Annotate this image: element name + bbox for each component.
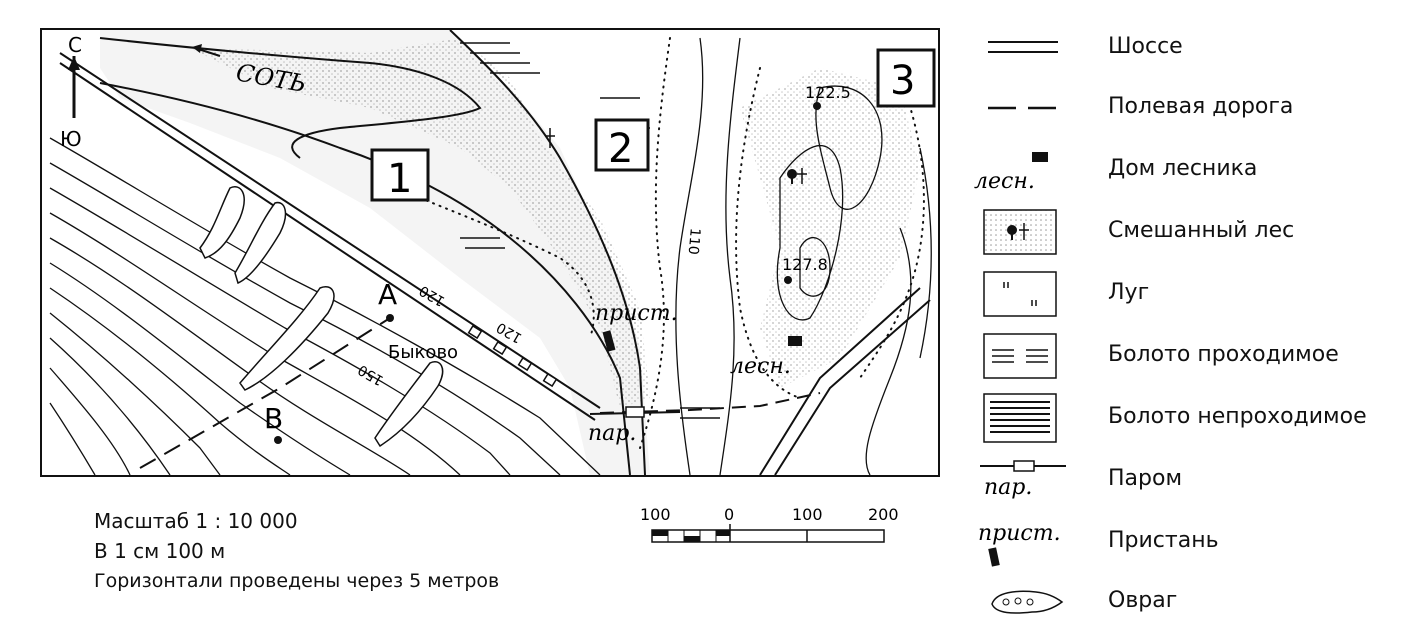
legend-label: Дом лесника: [1108, 156, 1258, 181]
village-name: Быково: [388, 342, 458, 363]
passable-swamp-icon: [983, 333, 1057, 379]
ravine-icon: [991, 590, 1064, 614]
legend-label: Полевая дорога: [1108, 94, 1294, 119]
meadow-icon: [983, 271, 1057, 317]
legend-item-mixed-forest: Смешанный лес: [970, 204, 1400, 260]
legend-item-passable-swamp: Болото проходимое: [970, 328, 1400, 384]
scale-bar-label-100: 100: [792, 505, 823, 524]
forester-house-symbol-text: лесн.: [974, 169, 1035, 194]
north-letter: С: [68, 33, 82, 57]
legend-item-pier: прист. Пристань: [970, 514, 1400, 570]
legend-label: Луг: [1108, 280, 1150, 305]
forester-label: лесн.: [730, 354, 791, 379]
legend-item-ravine: Овраг: [970, 574, 1400, 630]
scale-bar-label-0: 0: [724, 505, 734, 524]
forest-icon: [787, 168, 807, 184]
area-label-1: 1: [387, 156, 412, 202]
legend-label: Овраг: [1108, 588, 1178, 613]
legend-label: Болото проходимое: [1108, 342, 1339, 367]
contour-label-110: 110: [685, 227, 703, 255]
scale-bar-label-100-left: 100: [640, 505, 671, 524]
highway-icon: [988, 41, 1058, 53]
scale-bar: 100 0 100 200: [630, 500, 910, 560]
pier-icon: прист.: [978, 521, 1061, 567]
forester-house-icon: лесн.: [974, 152, 1048, 194]
legend-label: Болото непроходимое: [1108, 404, 1367, 429]
elevation-122-5: 122.5: [805, 83, 851, 102]
topographic-map: С Ю СОТЬ 1 2 3 А В Быково 122.5 127.8 12…: [40, 28, 940, 477]
pier-label: прист.: [595, 301, 678, 326]
scale-ratio: Масштаб 1 : 10 000: [94, 509, 298, 533]
legend-label: Смешанный лес: [1108, 218, 1295, 243]
scale-description: Масштаб 1 : 10 000 В 1 см 100 м Горизонт…: [94, 506, 499, 596]
north-arrow-icon: С Ю: [60, 33, 82, 151]
elevation-127-8: 127.8: [782, 255, 828, 274]
ferry-symbol-text: пар.: [984, 475, 1032, 500]
legend-item-highway: Шоссе: [970, 20, 1400, 76]
point-a-label: А: [378, 278, 397, 311]
field-road-icon: [988, 106, 1058, 110]
forest-icon-2: [545, 128, 555, 148]
impassable-swamp-icon: [983, 393, 1057, 443]
legend-item-meadow: Луг: [970, 266, 1400, 322]
legend-label: Паром: [1108, 466, 1183, 491]
legend-item-field-road: Полевая дорога: [970, 80, 1400, 136]
legend-item-forester-house: лесн. Дом лесника: [970, 142, 1400, 198]
ferry-label: пар.: [588, 421, 636, 446]
mixed-forest-icon: [983, 209, 1057, 255]
point-b-label: В: [264, 402, 283, 435]
legend-label: Пристань: [1108, 528, 1219, 553]
scale-named: В 1 см 100 м: [94, 539, 226, 563]
pier-symbol-text: прист.: [978, 521, 1061, 546]
contour-interval: Горизонтали проведены через 5 метров: [94, 570, 500, 592]
area-label-2: 2: [608, 126, 633, 172]
legend: Шоссе Полевая дорога лесн. Дом лесника: [970, 20, 1400, 620]
legend-item-impassable-swamp: Болото непроходимое: [970, 390, 1400, 446]
area-label-3: 3: [890, 58, 915, 104]
legend-label: Шоссе: [1108, 34, 1183, 59]
south-letter: Ю: [60, 127, 82, 151]
legend-item-ferry: пар. Паром: [970, 452, 1400, 508]
scale-bar-label-200: 200: [868, 505, 899, 524]
ferry-icon: пар.: [980, 460, 1066, 500]
